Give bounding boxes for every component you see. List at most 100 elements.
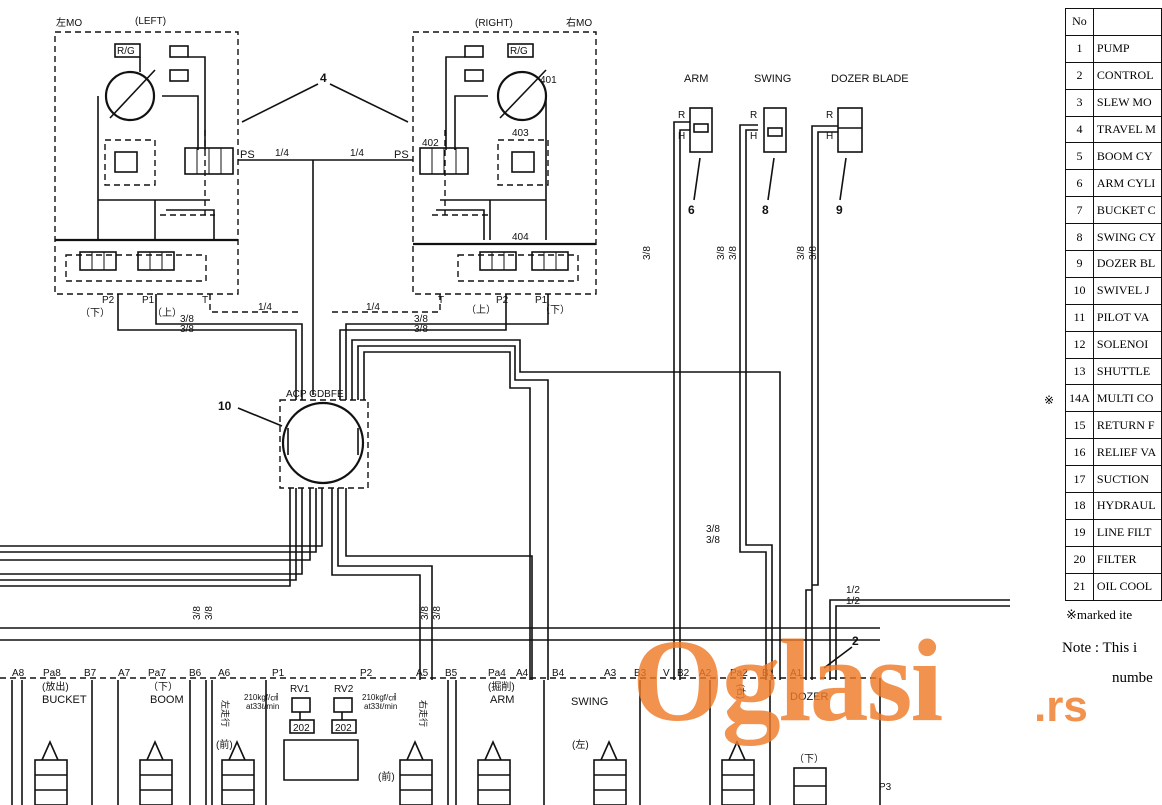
relief-202-left: 202	[293, 723, 310, 734]
part-number: 16	[1065, 438, 1094, 467]
parts-header-name	[1092, 8, 1162, 36]
part-name: SHUTTLE	[1092, 357, 1162, 386]
pipe-38-left-b: 3/8	[204, 606, 215, 620]
swing-r-port: R	[750, 110, 757, 121]
left-rg-label: R/G	[117, 46, 135, 57]
marked-items-note: ※marked ite	[1066, 607, 1133, 622]
rv1-label: RV1	[290, 684, 310, 695]
multi-control-marker: ※	[1044, 393, 1055, 407]
rv2-label: RV2	[334, 684, 354, 695]
part-number: 11	[1065, 303, 1094, 332]
callout-9: 9	[836, 203, 843, 217]
right-rg-label: R/G	[510, 46, 528, 57]
arm-h-port: H	[678, 131, 685, 142]
parts-header-no: No	[1065, 8, 1094, 36]
part-number: 18	[1065, 492, 1094, 520]
port-b6: B6	[189, 668, 202, 679]
relief-left-flow: at33ℓ/min	[246, 702, 279, 711]
part-name: SWIVEL J	[1092, 276, 1162, 305]
port-a4: A4	[516, 668, 529, 679]
feed-left-size-a: 3/8	[180, 314, 194, 325]
swivel-joint: ACP GDBFE 10	[218, 389, 369, 489]
arm-r-port: R	[678, 110, 685, 121]
left-motor-symbol	[104, 70, 156, 122]
right-travel-motor: (RIGHT) 右MO R/G 401 402 403 404 T P2 P1 …	[394, 16, 597, 316]
part-number: 5	[1065, 142, 1094, 171]
section-dozer: DOZER	[790, 691, 829, 703]
part-name: HYDRAUL	[1092, 492, 1162, 520]
right-motor-title: (RIGHT)	[475, 18, 513, 29]
left-t-label: T	[202, 295, 208, 306]
part-number: 2	[1065, 61, 1094, 90]
port-a1: A1	[790, 668, 803, 679]
part-name: CONTROL	[1092, 61, 1162, 90]
part-name: DOZER BL	[1092, 250, 1162, 278]
part-number: 9	[1065, 250, 1094, 278]
port-pa8: Pa8	[43, 668, 61, 679]
left-p1-label: P1	[142, 295, 155, 306]
kanji-pa2: (右)	[736, 684, 747, 699]
callout-6: 6	[688, 203, 695, 217]
part-number: 6	[1065, 169, 1094, 198]
port-pa4: Pa4	[488, 668, 506, 679]
left-motor-title: (LEFT)	[135, 16, 166, 27]
right-ps-label: PS	[394, 149, 409, 161]
part-name: SOLENOI	[1092, 330, 1162, 359]
port-a7: A7	[118, 668, 131, 679]
right-403-label: 403	[512, 128, 529, 139]
front-sub-left: (前)	[216, 738, 233, 751]
part-name: PUMP	[1092, 34, 1162, 63]
right-down-label: （下）	[540, 304, 570, 316]
part-name: RELIEF VA	[1092, 438, 1162, 467]
kanji-a6: 左走行	[220, 700, 231, 727]
right-t-label: T	[438, 295, 444, 306]
part-number: 19	[1065, 518, 1094, 547]
dozer-r-port: R	[826, 110, 833, 121]
note-text: Note : This i	[1062, 640, 1138, 656]
relief-left-pressure: 210kgf/㎠	[244, 693, 278, 702]
callout-10: 10	[218, 399, 232, 413]
relief-right-pressure: 210kgf/㎠	[362, 693, 396, 702]
part-number: 10	[1065, 276, 1094, 305]
section-bucket: BUCKET	[42, 694, 87, 706]
ps-left-size: 1/4	[275, 148, 289, 159]
swing-h-port: H	[750, 131, 757, 142]
drain-left-size: 1/4	[258, 302, 272, 313]
part-name: SWING CY	[1092, 223, 1162, 252]
part-name: PILOT VA	[1092, 303, 1162, 332]
dozer-cylinder-label: DOZER BLADE	[831, 73, 909, 85]
part-number: 1	[1065, 34, 1094, 63]
left-travel-motor: 左MO (LEFT) R/G P2 P1 T （下） （上） PS	[54, 16, 255, 319]
pipe-38-dozer-a: 3/8	[796, 246, 807, 260]
port-b4: B4	[552, 668, 565, 679]
pipe-38-arm: 3/8	[642, 246, 653, 260]
pipe-12-b: 1/2	[846, 596, 860, 607]
part-number: 8	[1065, 223, 1094, 252]
ps-right-size: 1/4	[350, 148, 364, 159]
right-p1-label: P1	[535, 295, 548, 306]
part-number: 21	[1065, 572, 1094, 601]
section-arm: ARM	[490, 694, 514, 706]
pipe-38-right-b: 3/8	[706, 535, 720, 546]
feed-right-size-a: 3/8	[414, 314, 428, 325]
swing-cylinder: SWING R H 8	[750, 73, 791, 217]
left-up-label: （上）	[152, 307, 182, 319]
left-motor-tag: 左MO	[56, 16, 82, 29]
arm-cylinder: ARM R H 6	[678, 73, 713, 217]
port-pa2: Pa2	[730, 668, 748, 679]
dozer-sub: （下）	[794, 753, 824, 765]
